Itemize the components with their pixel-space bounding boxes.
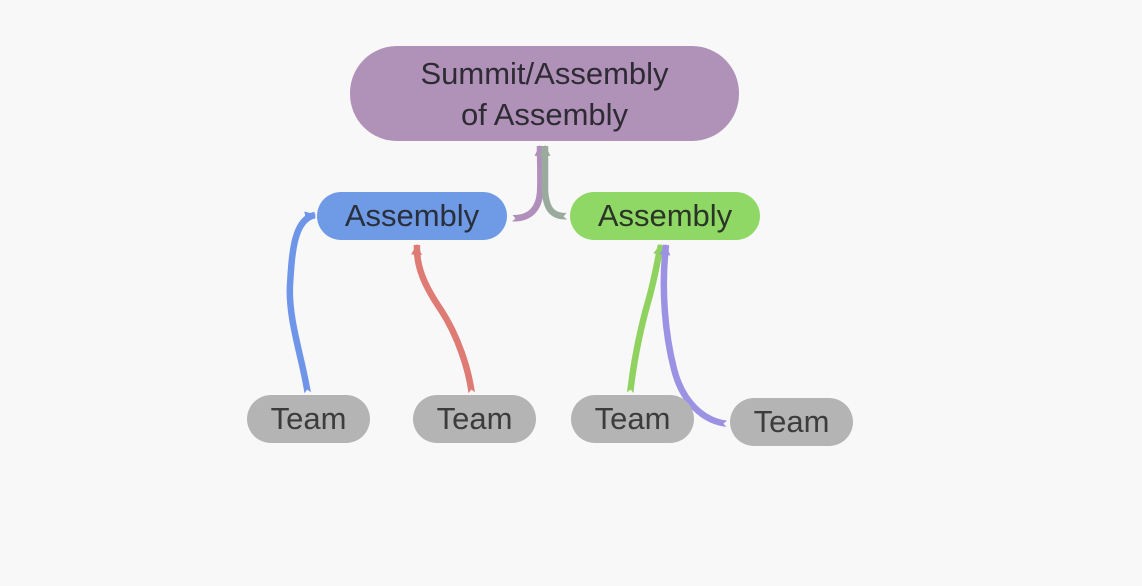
node-summit-assembly-of-assembly[interactable]: Summit/Assembly of Assembly	[350, 46, 739, 141]
node-team-4[interactable]: Team	[730, 398, 853, 446]
node-label: Team	[753, 404, 830, 439]
node-label-line: Summit/Assembly	[420, 55, 669, 91]
node-label: Team	[270, 401, 347, 436]
node-label: Team	[594, 401, 671, 436]
node-assembly-right[interactable]: Assembly	[570, 192, 760, 240]
connector-assembly-right-to-team-4[interactable]	[659, 243, 730, 431]
node-label: Team	[436, 401, 513, 436]
node-label-line: of Assembly	[460, 96, 629, 132]
node-team-2[interactable]: Team	[413, 395, 536, 443]
node-team-1[interactable]: Team	[247, 395, 370, 443]
connector-summit-to-assembly-left[interactable]	[508, 144, 546, 224]
node-label: Assembly	[344, 198, 480, 233]
node-assembly-left[interactable]: Assembly	[317, 192, 507, 240]
connector-summit-to-assembly-right[interactable]	[539, 144, 571, 222]
connector-assembly-left-to-team-2[interactable]	[411, 243, 479, 397]
node-label: Assembly	[597, 198, 733, 233]
node-team-3[interactable]: Team	[571, 395, 694, 443]
connector-assembly-right-to-team-3[interactable]	[623, 243, 665, 397]
connector-assembly-left-to-team-1[interactable]	[286, 211, 317, 397]
